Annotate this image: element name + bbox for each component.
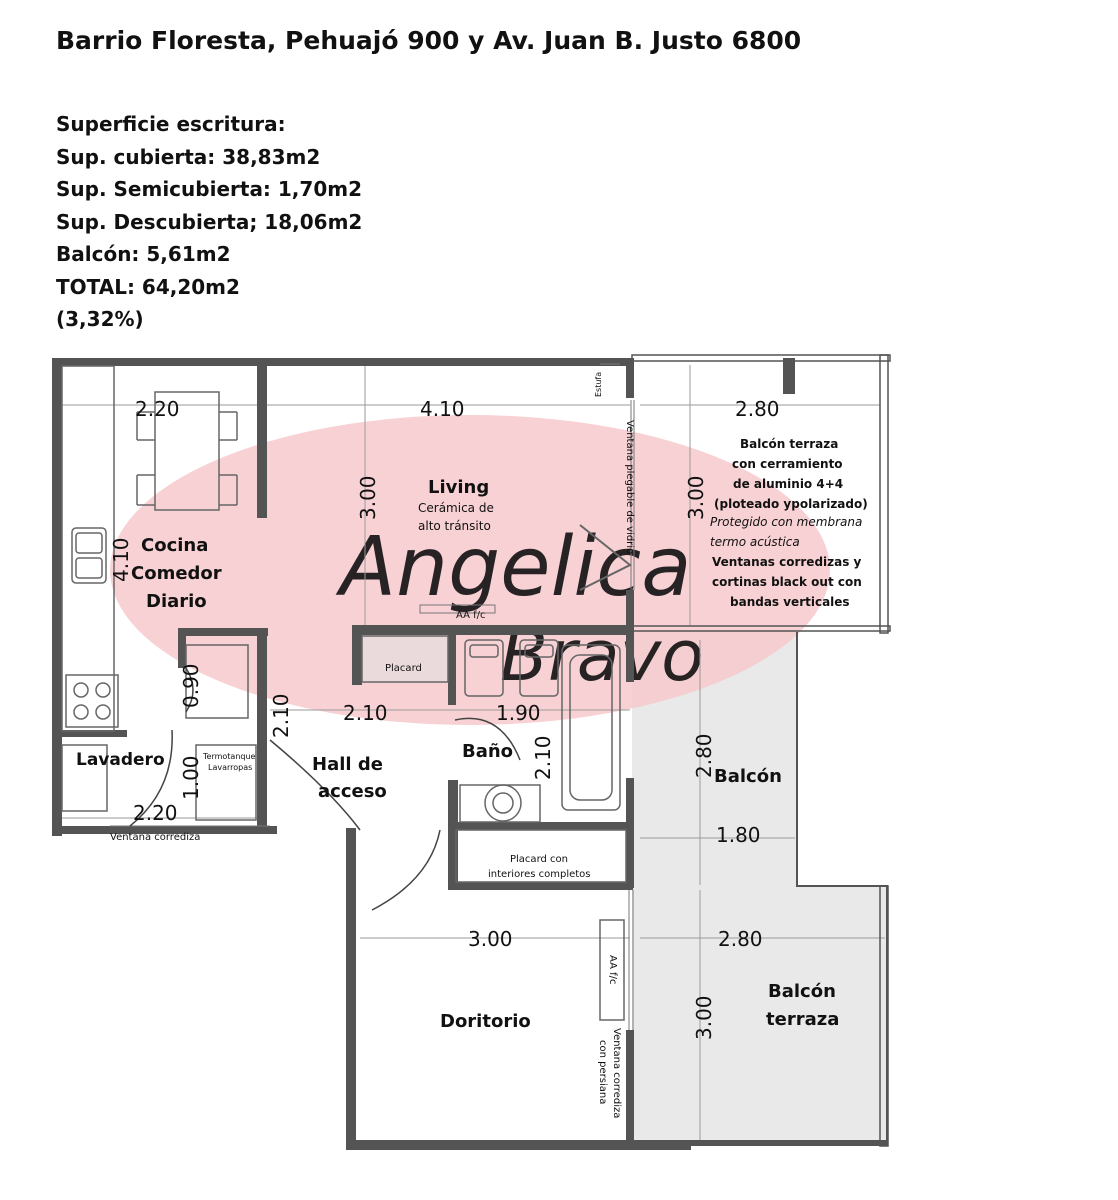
- room-label-balcon: Balcón: [714, 766, 782, 787]
- water-heater-box: [195, 744, 257, 821]
- spec-line: Sup. Descubierta; 18,06m2: [56, 209, 363, 234]
- room-label-hall: Hall de: [312, 754, 383, 775]
- dimension-label: 2.10: [343, 701, 388, 725]
- window-label-dormitorio: con persiana: [597, 1040, 608, 1104]
- toilet: [464, 639, 504, 697]
- watermark-line1: Angelica: [335, 520, 691, 615]
- spec-line: TOTAL: 64,20m2: [56, 274, 240, 299]
- aa-dormitorio-label: AA f/c: [607, 955, 618, 985]
- placard-living: [361, 635, 449, 683]
- dimension-lines: [62, 365, 885, 1140]
- dimension-label: 2.10: [531, 735, 555, 780]
- placard-completo-label: Placard con: [510, 854, 568, 865]
- lavarropas-label: Lavarropas: [208, 763, 252, 772]
- dimension-label: 3.00: [468, 927, 513, 951]
- estufa-label: Estufa: [594, 372, 603, 397]
- terraza-label: Ventanas corredizas y: [712, 555, 862, 569]
- dimension-label: 3.00: [356, 475, 380, 520]
- window-lines: [110, 363, 635, 1030]
- dimension-label: 2.80: [718, 927, 763, 951]
- terraza-label: cortinas black out con: [712, 575, 862, 589]
- door-swings: [129, 667, 521, 911]
- balcony-floor: [632, 630, 887, 1146]
- room-label-living-floor: Cerámica de: [418, 501, 494, 515]
- bidet: [519, 639, 559, 697]
- dimension-label: 4.10: [420, 397, 465, 421]
- page-title: Barrio Floresta, Pehuajó 900 y Av. Juan …: [56, 26, 802, 55]
- room-label-living-floor: alto tránsito: [418, 519, 491, 533]
- kitchen-sink: [71, 527, 107, 584]
- spec-line: Superficie escritura:: [56, 112, 286, 136]
- dimension-label: 1.90: [496, 701, 541, 725]
- dining-table: [154, 391, 220, 511]
- fixtures: [61, 365, 627, 1021]
- terraza-label: Balcón terraza: [740, 437, 838, 451]
- placard-label: Placard: [385, 663, 422, 674]
- dimension-labels: 2.20 4.10 2.80 3.00 3.00 4.10 0.90 2.10 …: [109, 397, 780, 1040]
- room-label-dormitorio: Doritorio: [440, 1011, 531, 1032]
- bathtub: [561, 644, 621, 811]
- room-label-cocina: Cocina: [141, 535, 208, 556]
- dimension-label: 1.80: [716, 823, 761, 847]
- aa-living-label: AA f/c: [456, 610, 486, 621]
- surface-spec-list: Superficie escritura: Sup. cubierta: 38,…: [56, 108, 362, 336]
- dimension-label: 1.00: [179, 755, 203, 800]
- room-label-hall: acceso: [318, 781, 387, 802]
- room-labels: Cocina Comedor Diario Living Cerámica de…: [76, 437, 868, 1032]
- room-label-cocina: Diario: [146, 591, 207, 612]
- dimension-label: 2.80: [735, 397, 780, 421]
- dimension-label: 0.90: [179, 663, 203, 708]
- spec-line: Sup. Semicubierta: 1,70m2: [56, 177, 362, 201]
- dimension-label: 4.10: [109, 537, 133, 582]
- window-label-dormitorio: Ventana corrediza: [611, 1028, 622, 1118]
- dimension-label: 3.00: [692, 995, 716, 1040]
- dimension-label: 2.20: [135, 397, 180, 421]
- room-label-cocina: Comedor: [131, 563, 222, 584]
- room-label-bano: Baño: [462, 741, 513, 762]
- terraza-label: (ploteado ypolarizado): [714, 497, 868, 511]
- room-label-terraza: terraza: [766, 1009, 839, 1030]
- stove: [65, 674, 119, 728]
- folding-window-label: Ventana plegable de vidrio: [624, 420, 635, 554]
- dimension-label: 3.00: [684, 475, 708, 520]
- terraza-label: de aluminio 4+4: [733, 477, 843, 491]
- kitchen-counter: [61, 365, 115, 732]
- spec-line: (3,32%): [56, 307, 144, 331]
- spec-line: Balcón: 5,61m2: [56, 242, 231, 266]
- walls: [52, 354, 891, 1150]
- laundry-sink: [61, 744, 108, 812]
- termotanque-label: Termotanque: [202, 752, 256, 761]
- spec-line: Sup. cubierta: 38,83m2: [56, 144, 321, 169]
- dimension-label: 2.20: [133, 801, 178, 825]
- room-label-living: Living: [428, 477, 489, 498]
- terraza-note: Protegido con membrana: [710, 515, 862, 529]
- fridge: [185, 644, 249, 719]
- room-label-lavadero: Lavadero: [76, 750, 165, 770]
- dimension-label: 2.80: [692, 733, 716, 778]
- washbasin: [459, 784, 541, 823]
- dimension-label: 2.10: [269, 693, 293, 738]
- annotation-labels: Estufa Ventana plegable de vidrio AA f/c…: [110, 372, 635, 1119]
- placard-completo-label: interiores completos: [488, 869, 591, 880]
- placard-dormitorio: [455, 829, 627, 883]
- window-label-lavadero: Ventana corrediza: [110, 832, 200, 843]
- room-label-terraza: Balcón: [768, 981, 836, 1002]
- terraza-note: termo acústica: [710, 535, 800, 549]
- terraza-label: bandas verticales: [730, 595, 850, 609]
- aa-unit-dormitorio: [599, 919, 625, 1021]
- terraza-label: con cerramiento: [732, 457, 843, 471]
